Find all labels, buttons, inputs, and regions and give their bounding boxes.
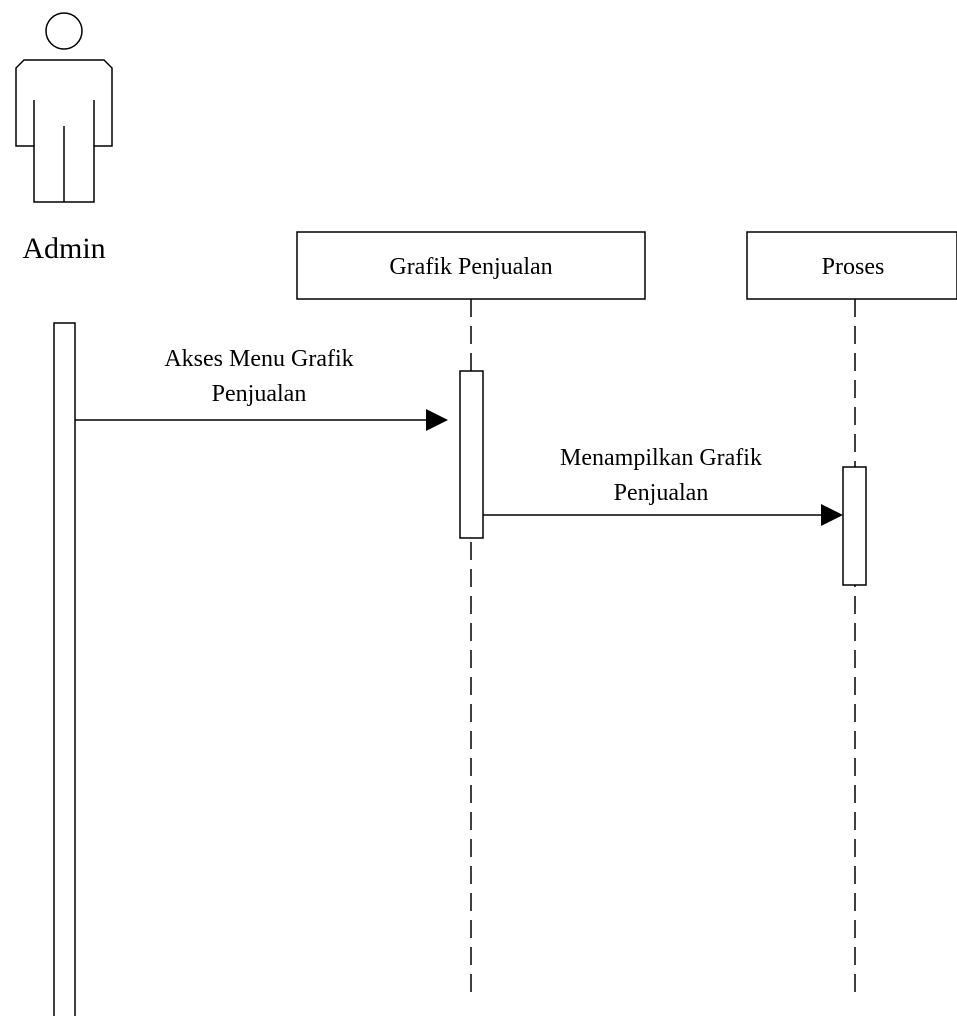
message-label-line: Menampilkan Grafik [560, 445, 762, 471]
lifeline-proses: Proses [746, 231, 957, 1000]
actor-head [45, 12, 83, 50]
arrowhead-icon [821, 504, 843, 526]
activation-bar-grafik-penjualan [459, 370, 484, 539]
lifeline-header-proses [746, 231, 957, 300]
lifeline-label-proses: Proses [822, 254, 885, 280]
activation-bar-proses [842, 466, 867, 586]
message-menampilkan-grafik: Menampilkan Grafik Penjualan [483, 445, 843, 526]
lifeline-grafik-penjualan: Grafik Penjualan [296, 231, 646, 1000]
message-label-line: Penjualan [212, 381, 307, 407]
actor-admin: Admin [15, 12, 113, 265]
actor-activation-bar [53, 322, 76, 1016]
message-akses-menu: Akses Menu Grafik Penjualan [75, 346, 448, 431]
actor-icon [15, 12, 113, 203]
arrowhead-icon [426, 409, 448, 431]
actor-label: Admin [22, 232, 105, 265]
message-label-line: Penjualan [614, 480, 709, 506]
lifeline-label-grafik-penjualan: Grafik Penjualan [389, 254, 552, 280]
lifeline-header-grafik-penjualan [296, 231, 646, 300]
message-label-line: Akses Menu Grafik [164, 346, 353, 372]
